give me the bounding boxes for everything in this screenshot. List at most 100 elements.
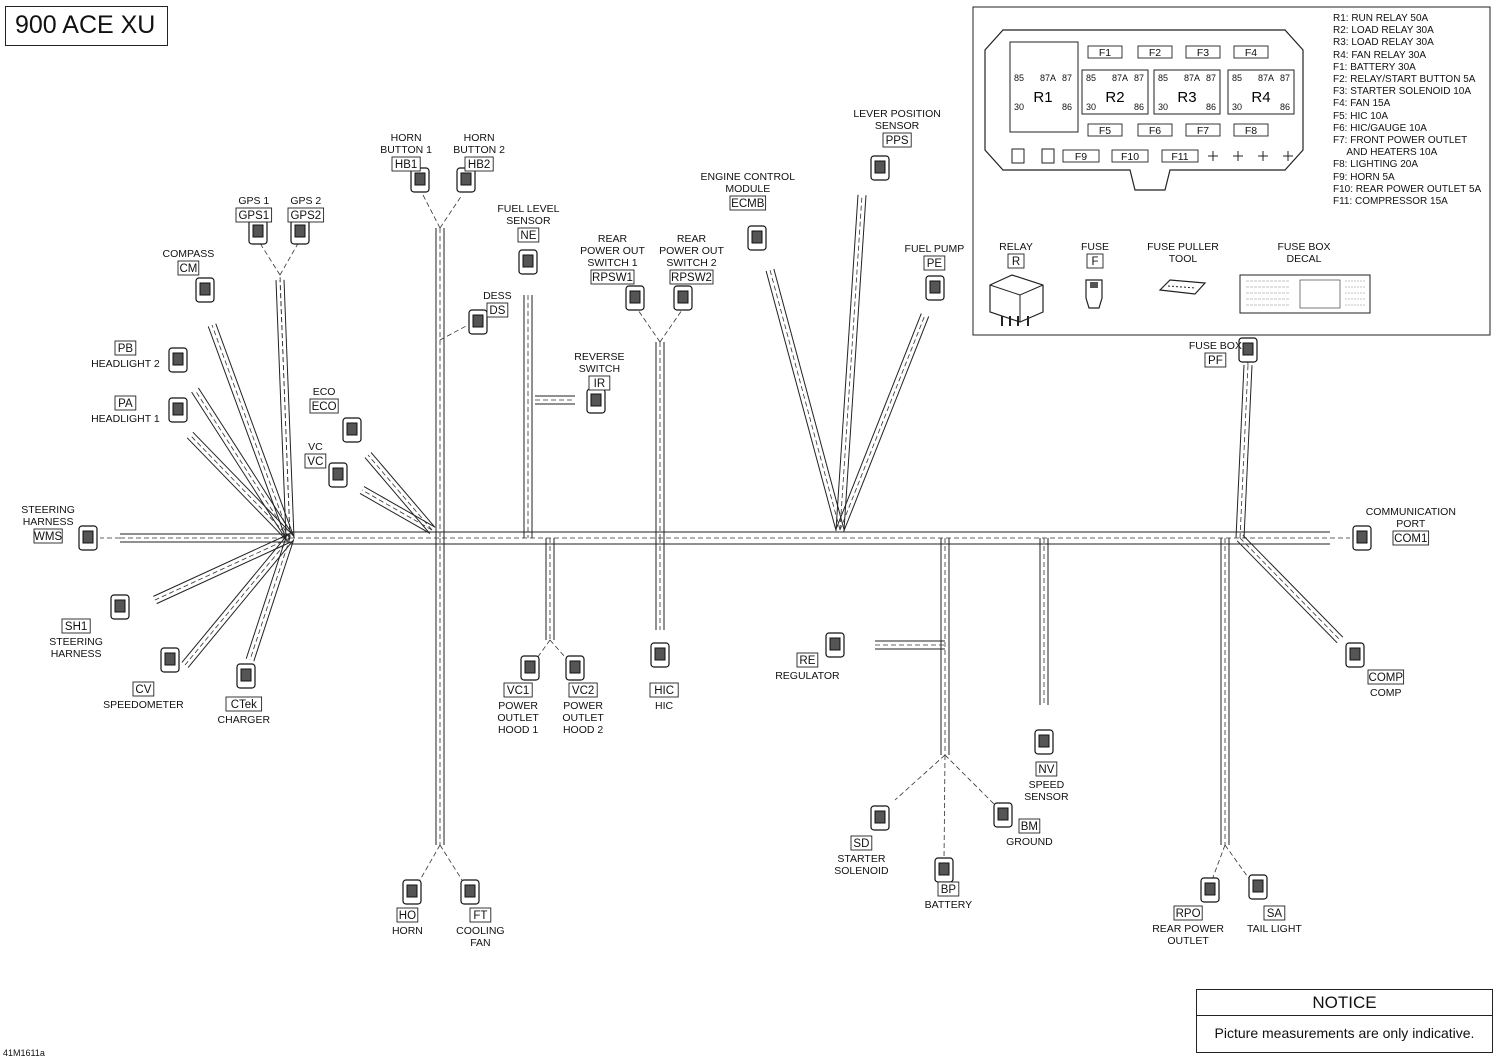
part-code-box: [1007, 253, 1025, 269]
connector-body-icon: [870, 805, 890, 831]
connector-lead: [279, 274, 291, 539]
fuse-label: F11: [1171, 151, 1188, 163]
legend-line: F11: COMPRESSOR 15A: [1333, 196, 1448, 208]
harness-segment: [283, 279, 295, 538]
harness-segment: [765, 270, 837, 532]
connector-lead: [439, 844, 463, 881]
connector-label: BATTERY: [925, 899, 972, 911]
connector-label: ECO: [313, 386, 336, 398]
harness-segment: [245, 536, 287, 659]
connector-label: COMMUNICATION: [1366, 506, 1456, 518]
connector-label: SENSOR: [1024, 791, 1069, 803]
connector-code-box: [1367, 669, 1405, 685]
connector-label: GPS 1: [238, 195, 269, 207]
connector-code-box: [486, 302, 509, 318]
connector-code: VC2: [572, 685, 594, 697]
connector-code: DS: [489, 305, 505, 317]
harness-segment: [186, 437, 288, 542]
connector-code-box: [61, 618, 91, 634]
connector-label: STARTER: [837, 853, 885, 865]
harness-lines: [120, 194, 1344, 845]
connector-code: RPO: [1176, 908, 1201, 920]
legend-line: F3: STARTER SOLENOID 10A: [1333, 86, 1472, 98]
connector-code-box: [469, 907, 492, 923]
connector-code-box: [391, 156, 421, 172]
fuse-slot: [1111, 149, 1149, 163]
connector-label: REVERSE: [574, 351, 624, 363]
connector-lead: [257, 239, 281, 276]
harness-center: [184, 537, 291, 666]
part-code: F: [1091, 256, 1098, 268]
fuse-icon: [1085, 279, 1103, 309]
connector-body-icon: [870, 155, 890, 181]
connector-body-icon: [1034, 729, 1054, 755]
harness-segment: [253, 539, 295, 662]
fuse-label: F10: [1121, 151, 1139, 163]
connector-body-icon: [934, 857, 954, 883]
connector-code-box: [235, 207, 273, 223]
connector-code-box: [882, 132, 912, 148]
relay-pin-label: 87A: [1112, 73, 1128, 83]
legend-line: F6: HIC/GAUGE 10A: [1333, 122, 1427, 134]
connector-label: REGULATOR: [775, 670, 840, 682]
connector-code: BM: [1021, 821, 1038, 833]
connector-lead: [637, 309, 661, 343]
connector-code: PB: [118, 343, 134, 355]
notice-heading: NOTICE: [1197, 990, 1492, 1016]
relay-label: R4: [1251, 89, 1270, 106]
connector-code: BP: [941, 884, 957, 896]
connector-code-box: [1392, 530, 1430, 546]
connector-code: RPSW1: [592, 272, 633, 284]
connector-code: FT: [473, 910, 487, 922]
notice-box: NOTICE Picture measurements are only ind…: [1196, 989, 1493, 1053]
fuse-label: F5: [1099, 125, 1111, 137]
connector-body-icon: [468, 309, 488, 335]
relay-pin-label: 85: [1086, 73, 1096, 83]
fuse-slot: [1137, 45, 1173, 59]
harness-segment: [773, 268, 845, 530]
connector-code: COM1: [1394, 533, 1427, 545]
connector-label: POWER OUT: [659, 245, 724, 257]
connector-body-icon: [1345, 642, 1365, 668]
connector-body-icon: [925, 275, 945, 301]
connector-code-box: [132, 681, 155, 697]
legend-line: F9: HORN 5A: [1333, 171, 1395, 183]
connector-code: PPS: [886, 135, 909, 147]
harness-segment: [153, 533, 289, 597]
connector-code-box: [568, 682, 598, 698]
connector-body-icon: [342, 417, 362, 443]
part-code: R: [1012, 256, 1020, 268]
relay-pin-label: 85: [1158, 73, 1168, 83]
connector-label: OUTLET: [562, 712, 604, 724]
legend-line: F10: REAR POWER OUTLET 5A: [1333, 183, 1482, 195]
legend-line: R2: LOAD RELAY 30A: [1333, 25, 1434, 37]
connector-label: BUTTON 2: [453, 144, 505, 156]
connector-body-icon: [673, 285, 693, 311]
connector-label: POWER: [498, 700, 538, 712]
connector-label: SWITCH: [579, 363, 620, 375]
legend-line: F1: BATTERY 30A: [1333, 61, 1416, 73]
connector-label: GROUND: [1006, 836, 1053, 848]
connector-code-box: [588, 375, 611, 391]
connector-code: NE: [520, 230, 536, 242]
connector-code-box: [796, 652, 819, 668]
connector-code-box: [1204, 352, 1227, 368]
connector-code: HB2: [468, 159, 490, 171]
connector-label: HORN: [464, 132, 495, 144]
connector-label: REAR: [598, 233, 628, 245]
relay-icon: [989, 274, 1044, 326]
part-label: FUSE BOX: [1277, 241, 1330, 253]
connector-label: SPEEDOMETER: [103, 699, 184, 711]
connector-code-box: [309, 398, 339, 414]
notice-text: Picture measurements are only indicative…: [1214, 1025, 1475, 1041]
